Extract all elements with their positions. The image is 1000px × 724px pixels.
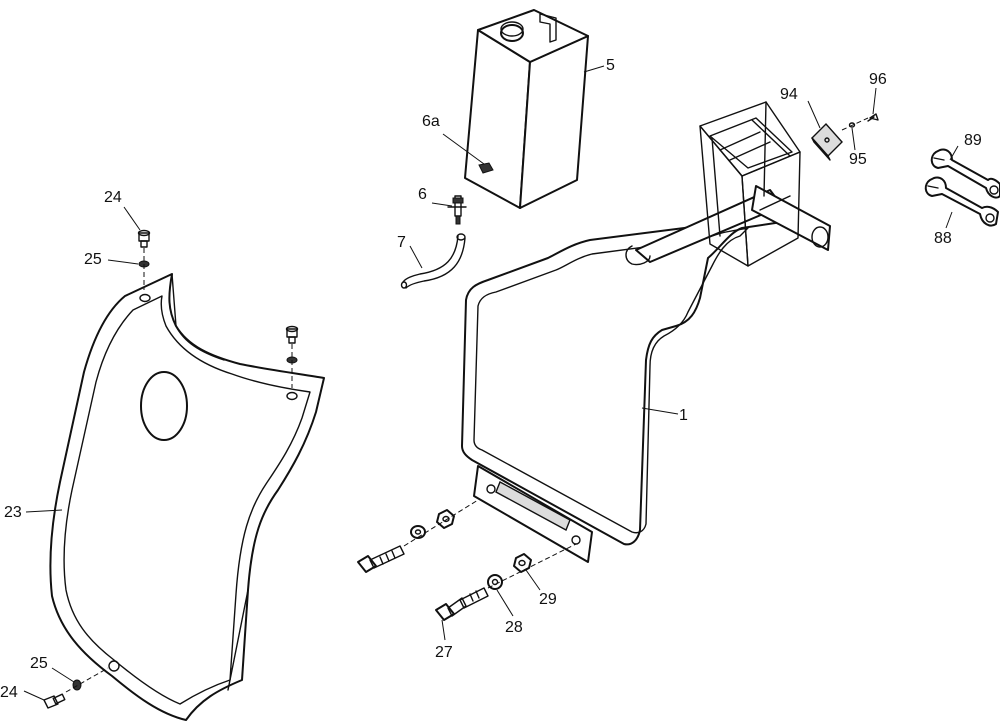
callout-89: 89: [964, 132, 982, 149]
wrench-88-part: [924, 176, 999, 227]
callout-27: 27: [435, 644, 453, 661]
callout-94: 94: [780, 86, 798, 103]
callout-6a: 6a: [422, 113, 440, 130]
callout-95: 95: [849, 151, 867, 168]
wrench-89-part: [930, 148, 1000, 199]
fuel-hose-part: [400, 233, 466, 289]
upper-mount-bolt-part: [357, 499, 479, 573]
callout-96: 96: [869, 71, 887, 88]
bottom-bolt-part: [43, 667, 109, 709]
frame-part: [461, 101, 831, 563]
callout-29: 29: [539, 591, 557, 608]
callout-5: 5: [606, 57, 615, 74]
callout-25-bottom: 25: [30, 655, 48, 672]
callout-7: 7: [397, 234, 406, 251]
top-bolt-part: [137, 229, 151, 290]
fuel-valve-part: [447, 195, 467, 225]
callout-88: 88: [934, 230, 952, 247]
lower-mount-bolt-part: [435, 543, 577, 621]
callouts: 5 6a 6 7 1 23 24 25 25 24 27 28 29 94 95…: [0, 57, 982, 701]
callout-6: 6: [418, 186, 427, 203]
fuel-tank-part: [464, 9, 589, 209]
fender-right-bolt-part: [285, 325, 299, 388]
fender-part: [49, 273, 325, 721]
callout-24-bottom: 24: [0, 684, 18, 701]
callout-24-top: 24: [104, 189, 122, 206]
callout-25-top: 25: [84, 251, 102, 268]
leader-lines: [23, 65, 959, 701]
callout-28: 28: [505, 619, 523, 636]
callout-1: 1: [679, 407, 688, 424]
callout-23: 23: [4, 504, 22, 521]
clamp-plate-part: [811, 113, 879, 161]
